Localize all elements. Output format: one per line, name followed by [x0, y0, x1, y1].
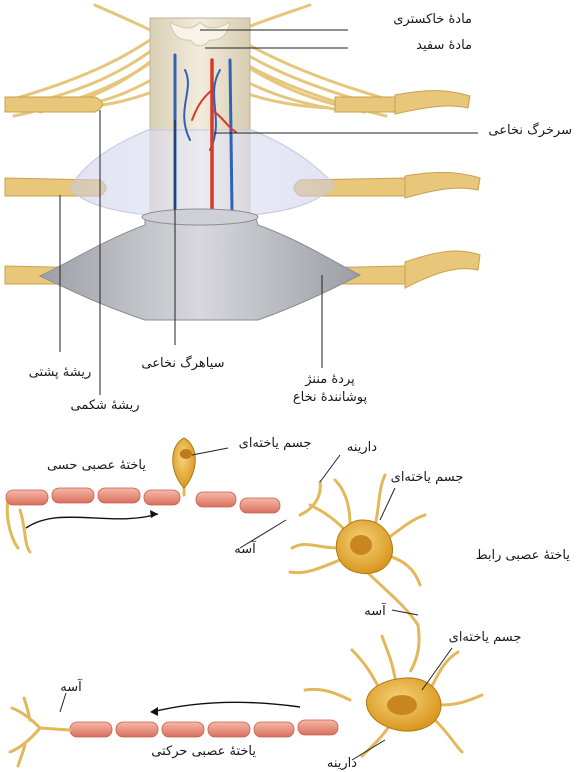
dendrite-top-label: دارینه [322, 440, 402, 456]
interneuron-label: یاختهٔ عصبی رابط [398, 548, 570, 564]
axon-interneuron-label: آسه [352, 604, 398, 620]
sensory-cell-body-label: جسم یاخته‌ای [225, 436, 325, 452]
dura-cut-edge [142, 209, 258, 225]
arachnoid-layer [70, 130, 335, 215]
dendrite-bottom-label: دارینه [312, 756, 372, 772]
motor-cell-body [366, 678, 441, 731]
ventral-root-label: ریشهٔ شکمی [55, 398, 155, 414]
motor-myelin [70, 720, 338, 737]
interneuron-axon [410, 625, 419, 672]
motor-cell-body-label: جسم یاخته‌ای [430, 630, 540, 646]
axon-motor-label: آسه [46, 680, 96, 696]
reflex-arc-diagram [6, 438, 482, 766]
interneuron-cell-body-label: جسم یاخته‌ای [372, 470, 482, 486]
gray-matter-label: مادهٔ خاکستری [352, 12, 472, 28]
interneuron-cell-body [336, 520, 392, 574]
white-matter-label: مادهٔ سفید [352, 38, 472, 54]
sensory-signal-arrow [26, 514, 158, 528]
meninges-label-line2: پوشانندهٔ نخاع [270, 390, 390, 406]
dura-mater [40, 215, 360, 320]
meninges-label-line1: پردهٔ مننژ [270, 372, 390, 388]
motor-neuron-label: یاختهٔ عصبی حرکتی [110, 744, 256, 760]
motor-signal-arrow [152, 702, 300, 712]
axon-sensory-label: آسه [222, 542, 268, 558]
spinal-artery-label: سرخرگ نخاعی [480, 123, 572, 139]
dorsal-root-label: ریشهٔ پشتی [10, 365, 110, 381]
spinal-vein-label: سیاهرگ نخاعی [128, 356, 238, 372]
sensory-neuron-label: یاختهٔ عصبی حسی [20, 458, 146, 474]
sensory-myelin [6, 488, 280, 513]
sensory-cell-body [173, 438, 196, 488]
